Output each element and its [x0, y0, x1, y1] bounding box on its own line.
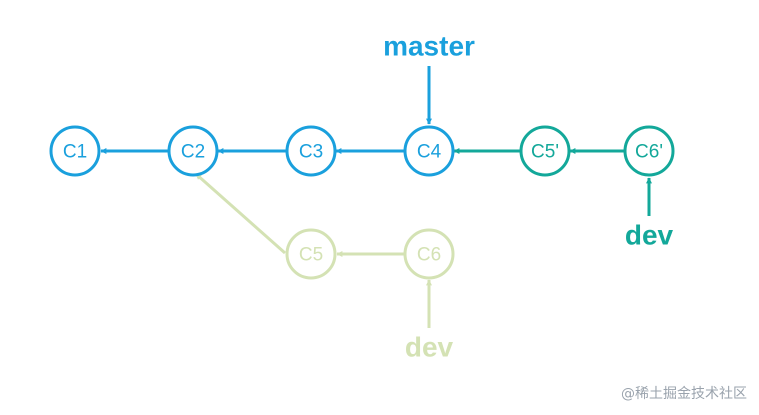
commit-label-c5-old: C5	[299, 245, 323, 266]
commit-node-c2: C2	[167, 125, 219, 177]
commit-node-c5-rebased: C5'	[519, 125, 571, 177]
dev-new-label: dev	[625, 220, 674, 251]
commit-label-c2: C2	[181, 142, 205, 163]
master-label: master	[383, 31, 475, 62]
edge-c5old-c2	[195, 172, 286, 255]
commit-label-c1: C1	[63, 142, 87, 163]
commit-label-c5-rebased: C5'	[531, 142, 559, 163]
commit-label-c6-old: C6	[417, 245, 441, 266]
commit-label-c4: C4	[417, 142, 442, 163]
commit-node-c6-rebased: C6'	[623, 125, 675, 177]
commit-node-c4: C4	[403, 125, 455, 177]
commit-node-c5-old: C5	[285, 228, 337, 280]
watermark: @稀土掘金技术社区	[621, 386, 747, 402]
commit-label-c3: C3	[299, 142, 323, 163]
dev-old-label: dev	[405, 332, 454, 363]
commit-node-c3: C3	[285, 125, 337, 177]
commit-label-c6-rebased: C6'	[635, 142, 663, 163]
commit-node-c1: C1	[49, 125, 101, 177]
commit-node-c6-old: C6	[403, 228, 455, 280]
